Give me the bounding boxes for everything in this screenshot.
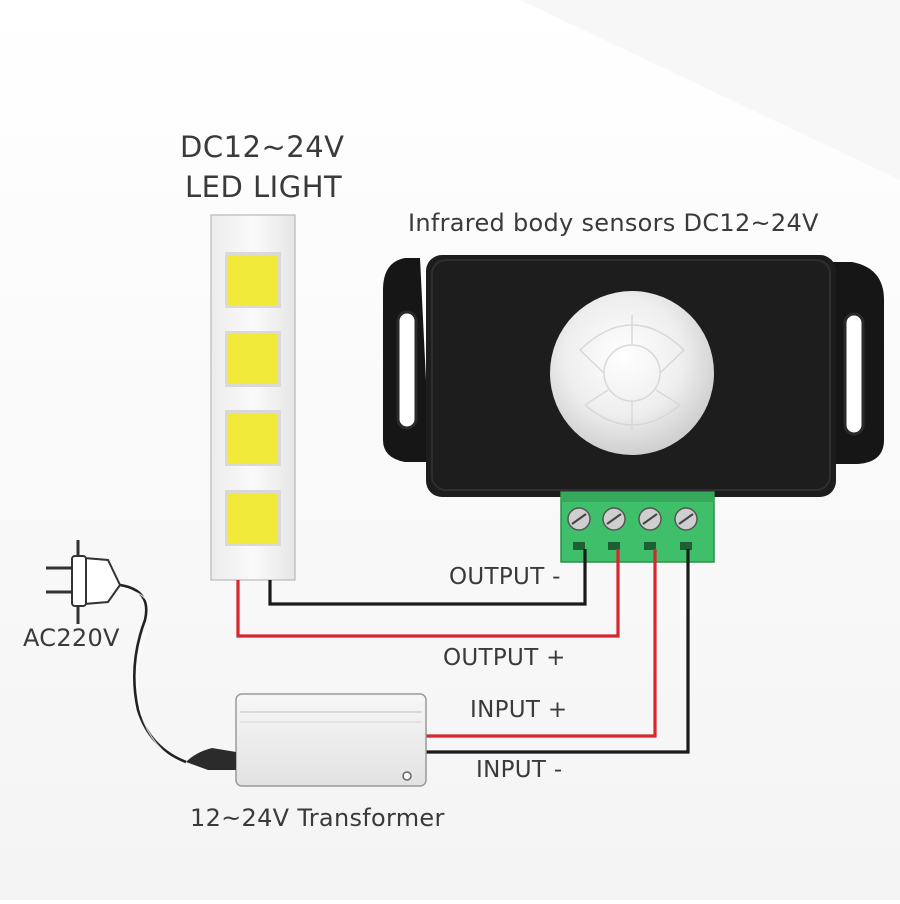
transformer [186,693,427,787]
power-plug [46,540,188,767]
terminal-wire-hole [573,542,585,550]
pir-lens [550,291,714,455]
terminal-wire-hole [644,542,656,550]
wire-output-negative [268,549,587,606]
led-strip [210,214,296,581]
sensor-title: Infrared body sensors DC12~24V [408,209,819,237]
terminal-wire-hole [608,542,620,550]
led-name-label: LED LIGHT [185,170,343,204]
ac-voltage-label: AC220V [23,624,120,652]
wire-input-negative [424,549,690,754]
terminal-screws [567,507,698,550]
input-positive-label: INPUT + [470,697,568,723]
output-negative-label: OUTPUT - [449,564,561,590]
led-chips [225,252,281,546]
led-voltage-label: DC12~24V [180,130,345,164]
wires [236,549,690,754]
led-chip-phosphor [228,493,278,543]
terminal-screw-slot [642,513,658,525]
terminal-screw-slot [571,513,587,525]
input-negative-label: INPUT - [476,757,563,783]
output-positive-label: OUTPUT + [443,645,566,671]
terminal-screw-slot [606,513,622,525]
transformer-label: 12~24V Transformer [190,804,445,832]
wire-input-positive [424,549,657,738]
terminal-screw-slot [678,513,694,525]
led-chip-phosphor [228,255,278,305]
led-chip-phosphor [228,334,278,384]
sensor-module [383,255,884,563]
terminal-wire-hole [680,542,692,550]
led-chip-phosphor [228,413,278,463]
wire-output-positive [236,549,620,638]
